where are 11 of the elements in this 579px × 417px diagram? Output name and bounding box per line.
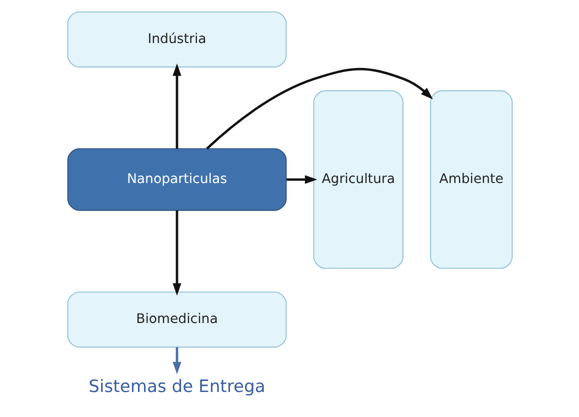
arrow (172, 210, 181, 296)
node-box: Agricultura (312, 90, 403, 269)
arrow (286, 175, 317, 184)
node-box: Ambiente (430, 90, 512, 269)
node-box: Indústria (66, 11, 286, 68)
node-box: Biomedicina (66, 292, 286, 348)
node-box: Nanoparticulas (66, 148, 286, 211)
arrow (172, 347, 181, 374)
node-text: Sistemas de Entrega (88, 377, 265, 398)
arrow (206, 68, 432, 150)
arrow (172, 63, 181, 149)
